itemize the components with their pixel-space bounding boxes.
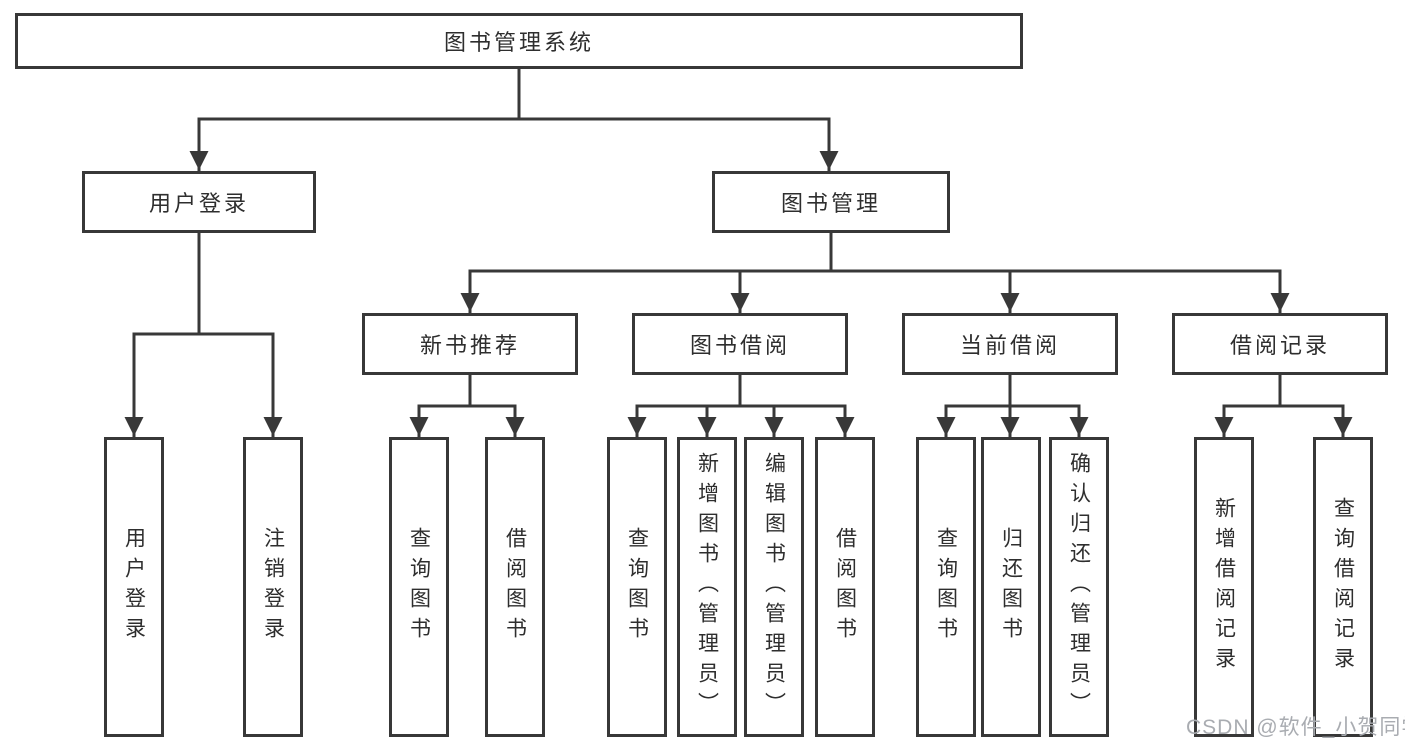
leaf-confirm-return-admin: 确认归还（管理员） <box>1049 437 1109 737</box>
leaf-query-borrow-record-label: 查询借阅记录 <box>1331 497 1355 677</box>
leaf-confirm-return-admin-label: 确认归还（管理员） <box>1067 452 1091 722</box>
leaf-edit-book-admin-label: 编辑图书（管理员） <box>762 452 786 722</box>
leaf-query-books-current: 查询图书 <box>916 437 976 737</box>
leaf-add-borrow-record: 新增借阅记录 <box>1194 437 1254 737</box>
node-current-borrow: 当前借阅 <box>902 313 1118 375</box>
node-book-borrow: 图书借阅 <box>632 313 848 375</box>
leaf-return-book-label: 归还图书 <box>999 527 1023 647</box>
leaf-user-login-label: 用户登录 <box>122 527 146 647</box>
connector-book-borrow-trunk <box>635 373 847 408</box>
node-root-label: 图书管理系统 <box>443 30 594 55</box>
node-current-borrow-label: 当前借阅 <box>959 333 1060 358</box>
leaf-add-borrow-record-label: 新增借阅记录 <box>1212 497 1236 677</box>
connector-borrow-records-trunk <box>1222 373 1345 408</box>
node-new-book-recommend: 新书推荐 <box>362 313 578 375</box>
leaf-edit-book-admin: 编辑图书（管理员） <box>744 437 804 737</box>
leaf-return-book: 归还图书 <box>981 437 1041 737</box>
connector-current-borrow-trunk <box>944 373 1081 408</box>
leaf-add-book-admin: 新增图书（管理员） <box>677 437 737 737</box>
node-new-book-recommend-label: 新书推荐 <box>419 333 520 358</box>
leaf-borrow-books: 借阅图书 <box>815 437 875 737</box>
leaf-query-books-current-label: 查询图书 <box>934 527 958 647</box>
leaf-borrow-books-recommend-label: 借阅图书 <box>503 527 527 647</box>
node-book-management-label: 图书管理 <box>780 191 881 216</box>
watermark-text: CSDN @软件_小贺同学 <box>1186 716 1405 739</box>
connector-root-trunk <box>197 67 831 121</box>
node-book-management: 图书管理 <box>712 171 950 233</box>
node-user-login: 用户登录 <box>82 171 316 233</box>
leaf-logout: 注销登录 <box>243 437 303 737</box>
leaf-user-login: 用户登录 <box>104 437 164 737</box>
leaf-add-book-admin-label: 新增图书（管理员） <box>695 452 719 722</box>
leaf-borrow-books-label: 借阅图书 <box>833 527 857 647</box>
leaf-query-borrow-record: 查询借阅记录 <box>1313 437 1373 737</box>
node-borrow-records: 借阅记录 <box>1172 313 1388 375</box>
leaf-logout-label: 注销登录 <box>261 527 285 647</box>
node-user-login-label: 用户登录 <box>148 191 249 216</box>
node-borrow-records-label: 借阅记录 <box>1229 333 1330 358</box>
leaf-borrow-books-recommend: 借阅图书 <box>485 437 545 737</box>
node-book-borrow-label: 图书借阅 <box>689 333 790 358</box>
node-root: 图书管理系统 <box>15 13 1023 69</box>
connector-book-management-trunk <box>468 231 1282 273</box>
connector-new-book-trunk <box>417 373 517 408</box>
leaf-query-books-recommend: 查询图书 <box>389 437 449 737</box>
leaf-query-books-borrow: 查询图书 <box>607 437 667 737</box>
leaf-query-books-recommend-label: 查询图书 <box>407 527 431 647</box>
connector-user-login-trunk <box>132 231 275 336</box>
leaf-query-books-borrow-label: 查询图书 <box>625 527 649 647</box>
